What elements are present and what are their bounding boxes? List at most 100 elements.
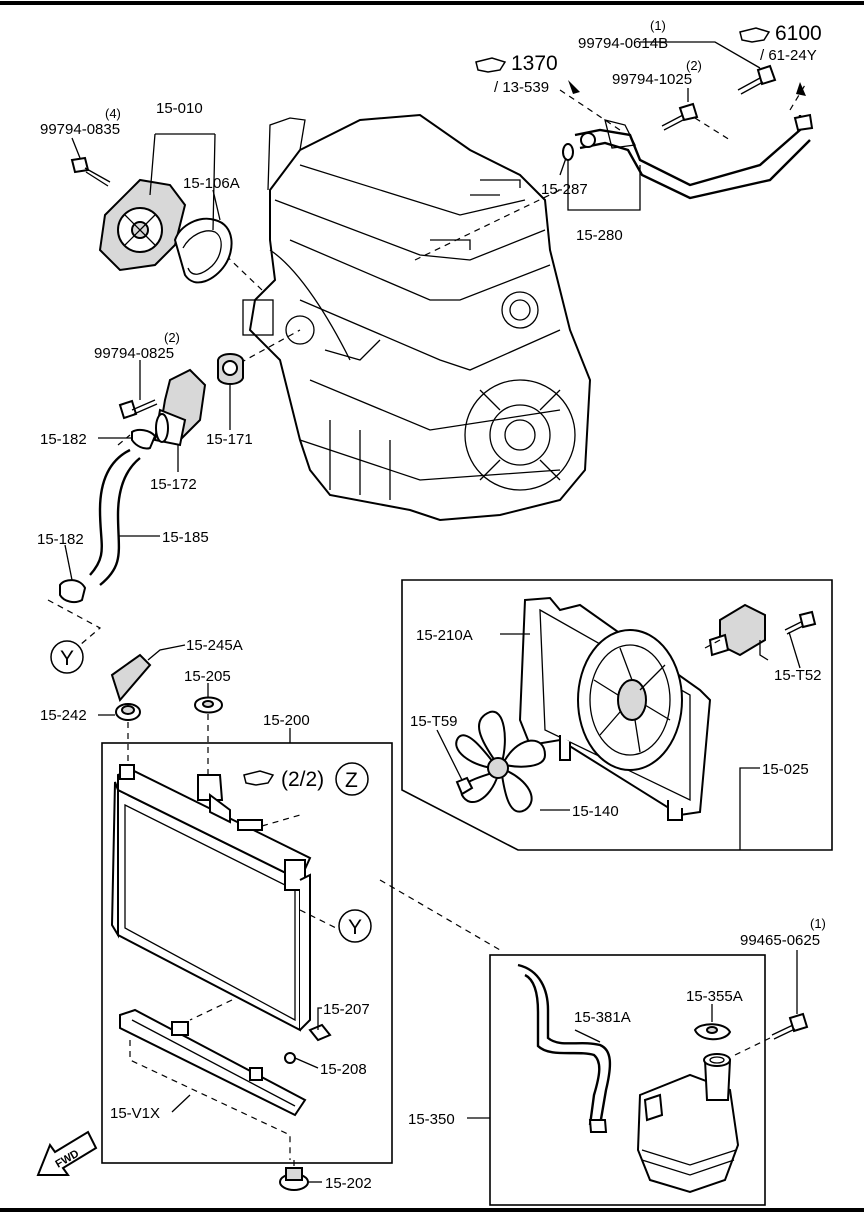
leader-99794-0614B xyxy=(640,41,761,69)
leader-dash-lower xyxy=(189,999,233,1021)
leader-15-010 xyxy=(149,133,216,231)
label-15-381A: 15-381A xyxy=(574,1009,631,1026)
engine-block xyxy=(242,113,592,522)
leader-99794-0835 xyxy=(71,137,81,159)
leader-dash-y1 xyxy=(47,599,102,646)
label-15-287: 15-287 xyxy=(541,181,588,198)
leader-15-381A xyxy=(574,1029,601,1043)
arrow-6100 xyxy=(796,82,806,96)
leader-15-182b xyxy=(64,544,73,581)
leader-15-245A xyxy=(147,644,186,661)
label-15-200: 15-200 xyxy=(263,712,310,729)
radiator-caps xyxy=(110,653,224,721)
hand-pointer-icon xyxy=(475,57,507,73)
qty-99794-0614B: (1) xyxy=(650,18,666,33)
leader-dash-reservoir xyxy=(379,879,501,951)
label-15-106A: 15-106A xyxy=(183,175,240,192)
label-15-280: 15-280 xyxy=(576,227,623,244)
leader-15-T59 xyxy=(436,729,463,781)
qty-99794-1025: (2) xyxy=(686,58,702,73)
label-15-140: 15-140 xyxy=(572,803,619,820)
lower-tank xyxy=(119,1008,332,1117)
label-99794-0614B: 99794-0614B xyxy=(578,35,668,52)
leader-dash-y2 xyxy=(299,909,341,931)
label-15-T59: 15-T59 xyxy=(410,713,458,730)
fwd-arrow: FWD xyxy=(36,1130,98,1176)
marker-z xyxy=(335,762,369,796)
radiator-box xyxy=(101,742,393,1164)
label-15-010: 15-010 xyxy=(156,100,203,117)
marker-y2: Y xyxy=(338,909,372,943)
label-99465-0625: 99465-0625 xyxy=(740,932,820,949)
leader-dash-z xyxy=(261,814,301,827)
drain-cap xyxy=(279,1167,309,1191)
leader-15-106A xyxy=(212,189,221,221)
leader-dash-pipe xyxy=(414,189,561,261)
ref-6100-text: 6100 xyxy=(775,22,822,45)
fan-blade xyxy=(455,710,547,813)
label-15-207: 15-207 xyxy=(323,1001,370,1018)
marker-z-text: Z xyxy=(345,769,358,792)
reservoir-tank xyxy=(636,1023,740,1194)
leader-15-280 xyxy=(567,160,641,211)
hand-pointer-icon xyxy=(739,27,771,43)
label-15-V1X: 15-V1X xyxy=(110,1105,160,1122)
label-15-245A: 15-245A xyxy=(186,637,243,654)
leader-dash-bolt xyxy=(694,117,731,141)
label-15-182b: 15-182 xyxy=(37,531,84,548)
label-15-T52: 15-T52 xyxy=(774,667,822,684)
label-15-205: 15-205 xyxy=(184,668,231,685)
reservoir-box xyxy=(489,954,766,1206)
leader-15-287 xyxy=(559,157,567,176)
leader-15-T52 xyxy=(788,631,801,669)
leader-15-208 xyxy=(294,1057,319,1069)
label-15-025: 15-025 xyxy=(762,761,809,778)
ref-6100: 6100 / 61-24Y xyxy=(739,22,822,64)
hand-pointer-icon xyxy=(243,770,275,786)
arrow-1370 xyxy=(568,80,580,94)
label-15-350: 15-350 xyxy=(408,1111,455,1128)
leader-dash-vix xyxy=(129,1040,291,1160)
label-15-171: 15-171 xyxy=(206,431,253,448)
radiator xyxy=(110,764,312,1032)
leader-dash-motor xyxy=(704,639,721,649)
leader-15-025 xyxy=(739,767,760,850)
marker-y1: Y xyxy=(50,640,84,674)
label-15-172: 15-172 xyxy=(150,476,197,493)
qty-99794-0825: (2) xyxy=(164,330,180,345)
label-15-202: 15-202 xyxy=(325,1175,372,1192)
label-99794-0835: 99794-0835 xyxy=(40,121,120,138)
ref-1370-text: 1370 xyxy=(511,52,558,75)
ref-2-2-text: (2/2) xyxy=(281,768,324,791)
overflow-hose xyxy=(517,963,612,1133)
marker-y1-text: Y xyxy=(60,647,74,670)
thermostat-housing xyxy=(118,353,244,450)
fan-shroud xyxy=(518,596,712,821)
label-99794-1025: 99794-1025 xyxy=(612,71,692,88)
qty-99465-0625: (1) xyxy=(810,916,826,931)
ref-2-2: (2/2) Z xyxy=(243,762,369,796)
leader-dash-thermostat xyxy=(239,329,301,364)
water-pump xyxy=(70,156,233,284)
fan-box xyxy=(401,579,833,851)
label-15-208: 15-208 xyxy=(320,1061,367,1078)
leader-dash-clamp xyxy=(117,434,131,446)
fan-nut xyxy=(455,776,474,796)
ref-6100-sub: / 61-24Y xyxy=(760,47,817,64)
label-15-182a: 15-182 xyxy=(40,431,87,448)
label-15-210A: 15-210A xyxy=(416,627,473,644)
ref-1370-sub: / 13-539 xyxy=(494,79,549,96)
leader-15-V1X xyxy=(171,1094,191,1113)
label-15-355A: 15-355A xyxy=(686,988,743,1005)
label-15-242: 15-242 xyxy=(40,707,87,724)
marker-y2-text: Y xyxy=(348,916,362,939)
ref-1370: 1370 / 13-539 xyxy=(475,52,558,96)
upper-hose xyxy=(59,448,141,604)
fan-motor xyxy=(708,603,817,661)
fwd-arrow-icon xyxy=(36,1130,98,1176)
qty-99794-0835: (4) xyxy=(105,106,121,121)
bolt-99465-0625 xyxy=(771,1012,809,1040)
leader-dash-1370 xyxy=(559,89,621,131)
